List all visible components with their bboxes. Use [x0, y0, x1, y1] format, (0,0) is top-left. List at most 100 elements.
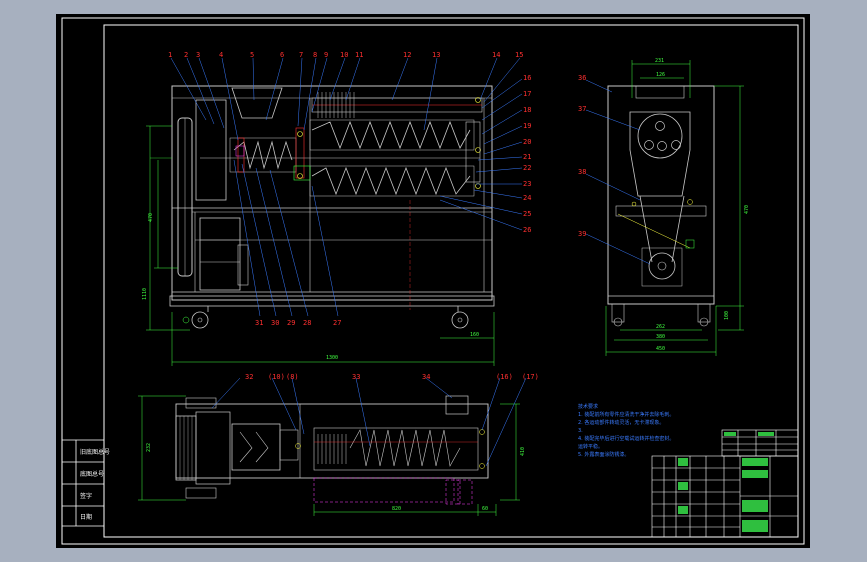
callout-6: 6 — [280, 51, 284, 59]
side-gearbox — [629, 111, 691, 197]
front-screw-upper — [311, 120, 471, 150]
side-dimensions — [605, 60, 744, 356]
technical-notes: 技术要求 1. 装配前所有零件应清洗干净并去除毛刺。 2. 各运动部件转动灵活，… — [578, 403, 674, 458]
dim-side-top-1: 231 — [655, 58, 664, 64]
notes-line-4: 4. 装配完毕后进行空载试运转并检查密封。 — [578, 435, 674, 442]
dim-front-left-1: 470 — [148, 213, 154, 222]
sheet-border-inner — [103, 24, 799, 538]
callout-17: 17 — [523, 90, 531, 98]
notes-line-5: 运转平稳。 — [578, 443, 603, 450]
front-dimensions — [146, 125, 495, 366]
plan-view — [175, 395, 489, 505]
callout-22: 22 — [523, 164, 531, 172]
callout-20: 20 — [523, 138, 531, 146]
callout-23: 23 — [523, 180, 531, 188]
dim-plan-width: 820 — [392, 506, 401, 512]
sheet-border-outer — [61, 17, 805, 545]
strip-old-drawing-no: 旧底图总号 — [80, 448, 110, 456]
notes-title: 技术要求 — [578, 403, 598, 410]
side-view — [607, 85, 715, 327]
front-motor — [199, 217, 241, 291]
callout-5: 5 — [250, 51, 254, 59]
callout-plan-10: (10) — [268, 373, 285, 381]
dim-plan-right: 410 — [520, 447, 526, 456]
notes-line-6: 5. 外露表面涂防锈漆。 — [578, 451, 629, 458]
callout-39: 39 — [578, 230, 586, 238]
callout-14: 14 — [492, 51, 500, 59]
callout-3: 3 — [196, 51, 200, 59]
side-callouts: 36 37 38 39 — [578, 74, 651, 265]
dim-front-left-2: 1110 — [142, 288, 148, 300]
front-screw-lower — [311, 166, 471, 196]
dim-plan-small: 60 — [482, 506, 488, 512]
callout-7: 7 — [299, 51, 303, 59]
side-gear-hole-top — [655, 121, 665, 131]
front-base — [169, 295, 495, 307]
callout-9: 9 — [324, 51, 328, 59]
strip-drawing-no: 底图总号 — [80, 470, 104, 478]
dim-side-right-small: 100 — [724, 311, 730, 320]
side-belt — [639, 195, 685, 263]
callout-10: 10 — [340, 51, 348, 59]
front-gearbox — [195, 99, 227, 201]
front-callouts-top: 1 2 3 4 5 6 7 8 9 10 11 12 13 14 15 — [168, 51, 523, 141]
callout-27: 27 — [333, 319, 341, 327]
title-block-filled-cells — [678, 432, 774, 532]
callout-13: 13 — [432, 51, 440, 59]
dim-side-right: 470 — [744, 205, 750, 214]
dim-plan-left: 232 — [146, 443, 152, 452]
notes-line-3: 3. — [578, 428, 583, 434]
callout-plan-8: (8) — [286, 373, 299, 381]
callout-8: 8 — [313, 51, 317, 59]
callout-25: 25 — [523, 210, 531, 218]
callout-37: 37 — [578, 105, 586, 113]
plan-screw — [349, 429, 461, 467]
callout-24: 24 — [523, 194, 531, 202]
side-gear-hole-left — [644, 140, 654, 150]
callout-2: 2 — [184, 51, 188, 59]
side-motor-pulley — [648, 252, 676, 280]
plan-motor — [445, 395, 469, 415]
strip-signature: 签字 — [80, 492, 92, 500]
callout-16: 16 — [523, 74, 531, 82]
callout-28: 28 — [303, 319, 311, 327]
dim-front-width: 1300 — [326, 355, 338, 361]
plan-cooling-fins — [317, 434, 347, 464]
callout-33: 33 — [352, 373, 360, 381]
callout-31: 31 — [255, 319, 263, 327]
front-callouts-bottom: 31 30 29 28 27 — [233, 159, 341, 327]
front-cooling-fins — [317, 92, 355, 118]
callout-18: 18 — [523, 106, 531, 114]
dim-front-caster: 160 — [470, 332, 479, 338]
front-callouts-right: 16 17 18 19 20 21 22 23 24 25 26 — [439, 74, 531, 234]
title-block — [651, 429, 799, 538]
front-caster-right — [451, 306, 469, 329]
callout-29: 29 — [287, 319, 295, 327]
left-side-strip: 旧底图总号 底图总号 签字 日期 — [62, 439, 110, 527]
callout-34: 34 — [422, 373, 430, 381]
callout-11: 11 — [355, 51, 363, 59]
strip-date: 日期 — [80, 513, 92, 521]
side-gear-hole-right — [671, 140, 681, 150]
front-feed-screw — [233, 140, 293, 170]
notes-line-2: 2. 各运动部件转动灵活，无卡滞现象。 — [578, 419, 664, 426]
callout-1: 1 — [168, 51, 172, 59]
side-gear-hole-center — [657, 141, 667, 151]
callout-12: 12 — [403, 51, 411, 59]
callout-38: 38 — [578, 168, 586, 176]
callout-30: 30 — [271, 319, 279, 327]
callout-32: 32 — [245, 373, 253, 381]
callout-plan-17: (17) — [522, 373, 539, 381]
callout-15: 15 — [515, 51, 523, 59]
front-hopper — [231, 87, 283, 119]
dim-side-bottom-1: 262 — [656, 324, 665, 330]
dim-side-bottom-3: 450 — [656, 346, 665, 352]
front-caster-left — [182, 306, 209, 329]
callout-plan-16: (16) — [496, 373, 513, 381]
dim-side-top-2: 126 — [656, 72, 665, 78]
callout-21: 21 — [523, 153, 531, 161]
callout-26: 26 — [523, 226, 531, 234]
plan-dimensions — [138, 395, 520, 516]
callout-4: 4 — [219, 51, 223, 59]
notes-line-1: 1. 装配前所有零件应清洗干净并去除毛刺。 — [578, 411, 674, 418]
